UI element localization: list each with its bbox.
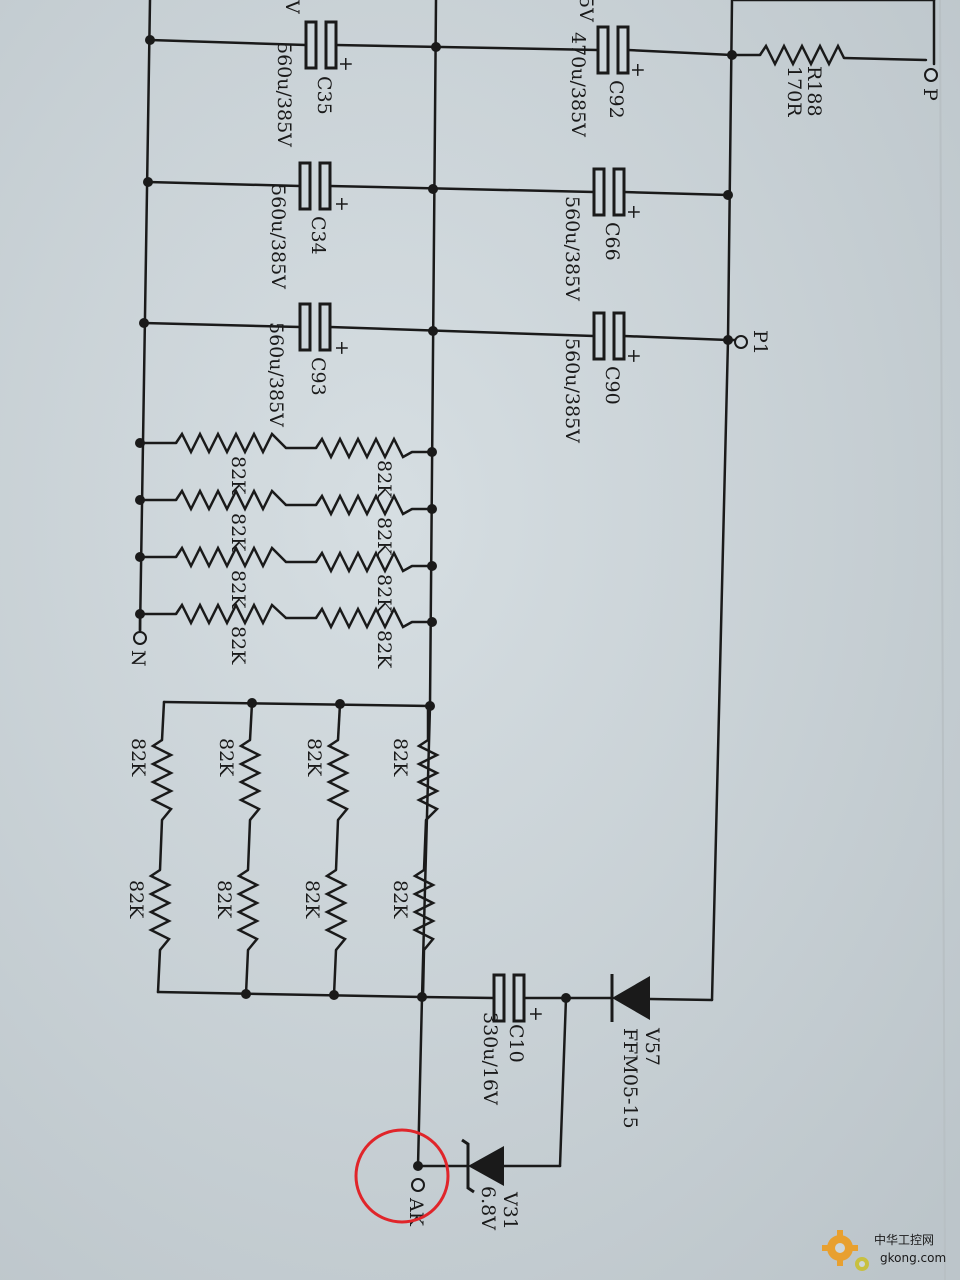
label-v57-part: FFM05-15 xyxy=(619,1028,641,1129)
label-c35-val: 560u/385V xyxy=(273,42,295,147)
resistor-v-b2 xyxy=(236,868,260,951)
capacitor-c34 xyxy=(298,161,332,211)
resistor-h-r1 xyxy=(314,436,413,460)
label-c90-plus: + xyxy=(623,348,645,364)
label-v57-name: V57 xyxy=(641,1027,663,1066)
label-frag-mid: 5V xyxy=(575,0,597,22)
label-c90-name: C90 xyxy=(601,366,623,405)
label-c35-plus: + xyxy=(335,56,357,72)
zener-v31 xyxy=(461,1138,504,1194)
label-c34-plus: + xyxy=(331,196,353,212)
resistor-v-t3 xyxy=(326,738,350,821)
highlight-circle xyxy=(354,1128,450,1224)
capacitor-c10 xyxy=(492,973,526,1023)
label-r-vt1: 82K xyxy=(127,738,149,777)
resistor-h-l2 xyxy=(174,488,287,512)
label-v31-name: V31 xyxy=(499,1191,521,1230)
label-p: P xyxy=(919,88,941,101)
label-c10-val: 330u/16V xyxy=(479,1012,501,1105)
terminals xyxy=(133,68,938,1192)
labels: V 5V C35 560u/385V + C92 470u/385V + C34… xyxy=(125,0,941,1230)
label-n: N xyxy=(127,650,149,667)
resistor-v-t2 xyxy=(238,738,262,821)
capacitor-c35 xyxy=(304,20,338,70)
label-c93-name: C93 xyxy=(307,357,329,396)
label-c93-val: 560u/385V xyxy=(265,322,287,427)
label-r-vt3: 82K xyxy=(303,738,325,777)
resistor-h-r2 xyxy=(314,493,413,517)
resistor-r188 xyxy=(758,43,846,67)
capacitor-c93 xyxy=(298,302,332,352)
label-c93-plus: + xyxy=(331,340,353,356)
resistor-v-b3 xyxy=(324,868,348,951)
capacitor-c90 xyxy=(592,311,626,361)
capacitor-c66 xyxy=(592,167,626,217)
label-r-vb2: 82K xyxy=(213,880,235,919)
resistor-v-b1 xyxy=(148,868,172,951)
wires xyxy=(138,0,936,1168)
label-r-hr4: 82K xyxy=(373,630,395,669)
resistor-h-l3 xyxy=(174,545,287,569)
terminal-n xyxy=(133,631,147,645)
label-c92-name: C92 xyxy=(605,80,627,119)
label-r-vt4: 82K xyxy=(389,738,411,777)
terminal-ak xyxy=(411,1178,425,1192)
label-c66-plus: + xyxy=(623,204,645,220)
label-c90-val: 560u/385V xyxy=(561,338,583,443)
label-r-hl1: 82K xyxy=(227,456,249,495)
label-c10-name: C10 xyxy=(505,1024,527,1063)
label-r188-val: 170R xyxy=(783,66,805,117)
resistor-h-r4 xyxy=(314,606,413,630)
resistor-h-l4 xyxy=(174,602,287,626)
label-frag-left: V xyxy=(281,0,303,14)
watermark: 中华工控网 gkong.com xyxy=(822,1230,946,1271)
label-c92-plus: + xyxy=(627,62,649,78)
label-r188-name: R188 xyxy=(803,66,825,117)
label-c66-name: C66 xyxy=(601,222,623,261)
watermark-en: gkong.com xyxy=(880,1251,946,1265)
gear-icon xyxy=(822,1230,858,1266)
resistor-v-t4 xyxy=(416,710,440,821)
watermark-cn: 中华工控网 xyxy=(874,1232,934,1247)
label-p1: P1 xyxy=(749,330,771,355)
label-r-hr2: 82K xyxy=(373,517,395,556)
resistors xyxy=(148,43,846,998)
terminal-p1 xyxy=(734,335,748,349)
resistor-h-r3 xyxy=(314,550,413,574)
capacitor-c92 xyxy=(596,25,630,75)
diode-v57 xyxy=(610,974,650,1022)
label-c92-val: 470u/385V xyxy=(567,32,589,137)
junctions xyxy=(135,35,737,1171)
label-c34-name: C34 xyxy=(307,216,329,255)
resistor-h-l1 xyxy=(174,431,287,455)
label-r-vb3: 82K xyxy=(301,880,323,919)
label-c66-val: 560u/385V xyxy=(561,196,583,301)
label-c34-val: 560u/385V xyxy=(267,184,289,289)
terminal-p xyxy=(924,68,938,82)
resistor-v-t1 xyxy=(150,738,174,821)
capacitors xyxy=(298,20,630,1023)
label-r-hl4: 82K xyxy=(227,626,249,665)
label-c10-plus: + xyxy=(525,1006,547,1022)
label-r-vb4: 82K xyxy=(389,880,411,919)
label-r-vb1: 82K xyxy=(125,880,147,919)
gear-small-icon xyxy=(855,1257,869,1271)
resistor-v-b4 xyxy=(412,868,436,998)
label-r-hl2: 82K xyxy=(227,513,249,552)
label-v31-val: 6.8V xyxy=(477,1186,499,1230)
page-edge xyxy=(939,0,946,1280)
label-r-hl3: 82K xyxy=(227,570,249,609)
label-r-vt2: 82K xyxy=(215,738,237,777)
label-r-hr3: 82K xyxy=(373,574,395,613)
label-r-hr1: 82K xyxy=(373,460,395,499)
label-c35-name: C35 xyxy=(313,76,335,115)
